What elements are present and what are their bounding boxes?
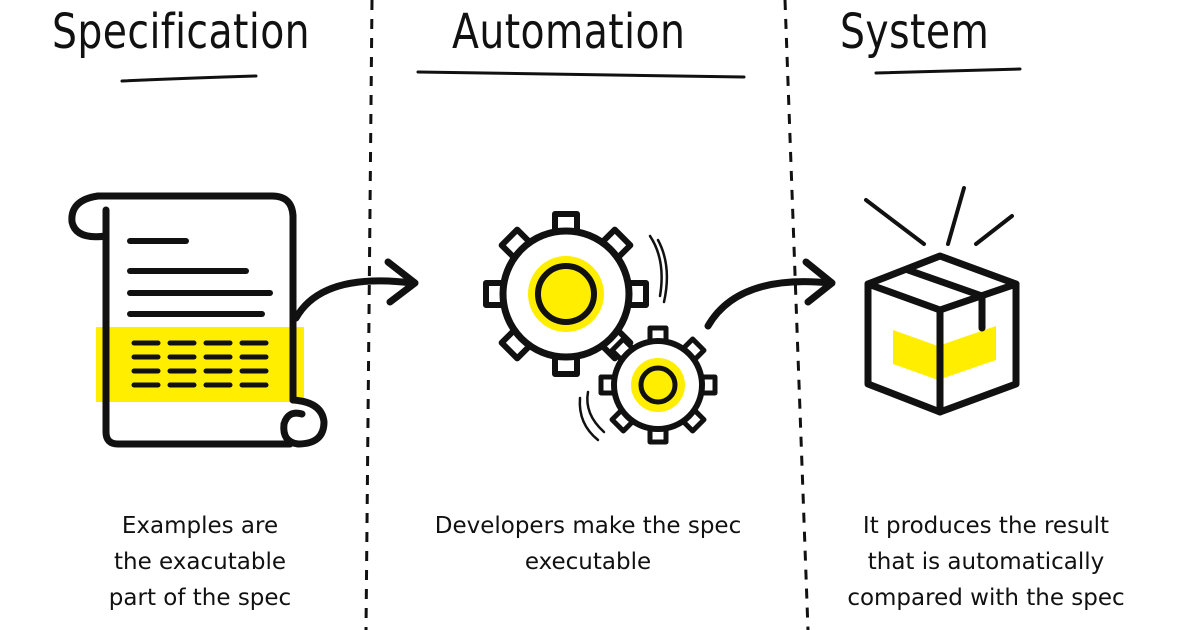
caption-line: executable (524, 549, 652, 575)
caption-line: Developers make the spec (434, 513, 742, 539)
caption-line: that is automatically (867, 549, 1105, 575)
box-icon (864, 186, 1020, 416)
scroll-icon (68, 192, 328, 448)
title-underline-automation (416, 70, 746, 79)
divider-1 (364, 0, 374, 630)
caption-system: It produces the result that is automatic… (826, 508, 1146, 616)
divider-2 (783, 0, 810, 630)
caption-automation: Developers make the spec executable (418, 508, 758, 580)
caption-line: It produces the result (862, 513, 1110, 539)
gears-icon (483, 211, 718, 445)
column-title-specification: Specification (52, 4, 311, 60)
caption-line: the exacutable (114, 549, 286, 575)
column-title-automation: Automation (452, 4, 686, 60)
caption-line: Examples are (121, 513, 279, 539)
column-title-system: System (840, 4, 990, 60)
title-underline-system (874, 67, 1022, 75)
title-underline-specification (120, 74, 258, 83)
arrow-right-icon-2 (704, 258, 836, 330)
caption-line: part of the spec (108, 585, 292, 611)
large-gear (483, 211, 649, 377)
caption-specification: Examples are the exacutable part of the … (80, 508, 320, 616)
caption-line: compared with the spec (847, 585, 1125, 611)
highlight-band (96, 327, 304, 402)
small-gear (598, 325, 718, 445)
arrow-right-icon (292, 258, 419, 322)
